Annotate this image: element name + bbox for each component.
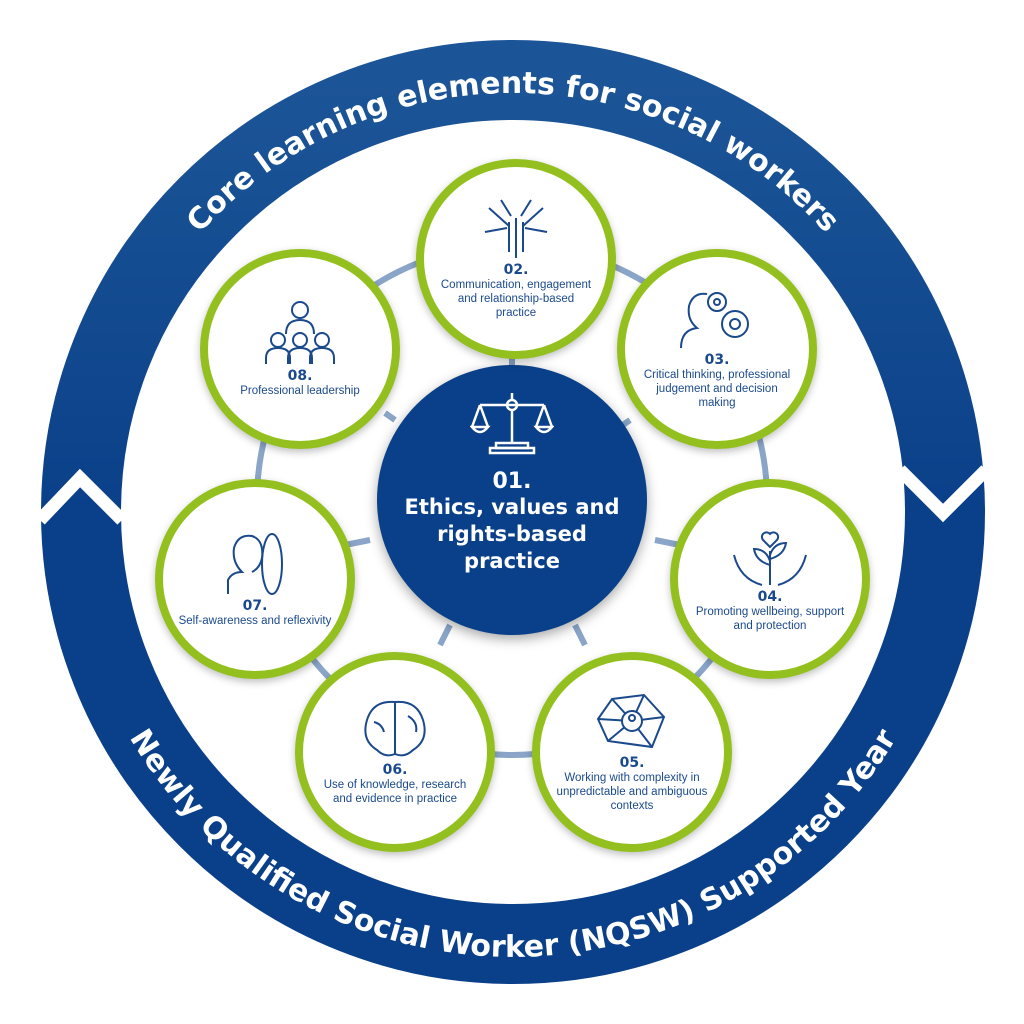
element-number: 08. (287, 368, 313, 384)
element-02: 02. Communication, engagement and relati… (416, 159, 616, 359)
brain-icon (364, 700, 426, 757)
right-arrow-notch (895, 465, 991, 523)
element-07: 07. Self-awareness and reflexivity (155, 479, 355, 679)
center-element-01: 01. Ethics, values and rights-based prac… (377, 365, 647, 635)
element-label: Use of knowledge, research and evidence … (323, 779, 467, 805)
center-number: 01. (492, 469, 532, 494)
element-05: 05. Working with complexity in unpredict… (532, 652, 732, 852)
element-number: 04. (757, 589, 783, 605)
head-gears-icon (680, 292, 749, 349)
element-03: 03. Critical thinking, professional judg… (617, 249, 817, 449)
element-number: 05. (619, 755, 645, 771)
network-person-icon (596, 693, 666, 749)
center-label: Ethics, values and rights-based practice (404, 495, 620, 573)
element-06: 06. Use of knowledge, research and evide… (295, 652, 495, 852)
element-04: 04. Promoting wellbeing, support and pro… (670, 479, 870, 679)
mirror-person-icon (227, 533, 283, 595)
leader-group-icon (265, 301, 335, 364)
element-label: Self-awareness and reflexivity (178, 615, 332, 627)
element-label: Promoting wellbeing, support and protect… (695, 606, 845, 632)
element-number: 07. (242, 598, 268, 614)
hands-plant-heart-icon (733, 531, 807, 586)
element-number: 02. (503, 262, 529, 278)
element-08: 08. Professional leadership (200, 249, 400, 449)
element-number: 06. (382, 762, 408, 778)
element-label: Working with complexity in unpredictable… (556, 772, 708, 812)
hands-together-icon (484, 199, 548, 258)
scales-icon (470, 393, 554, 455)
element-label: Professional leadership (240, 385, 360, 397)
element-label: Critical thinking, professional judgemen… (643, 369, 791, 409)
left-arrow-notch (35, 468, 127, 525)
element-number: 03. (704, 352, 730, 368)
element-label: Communication, engagement and relationsh… (440, 279, 592, 319)
